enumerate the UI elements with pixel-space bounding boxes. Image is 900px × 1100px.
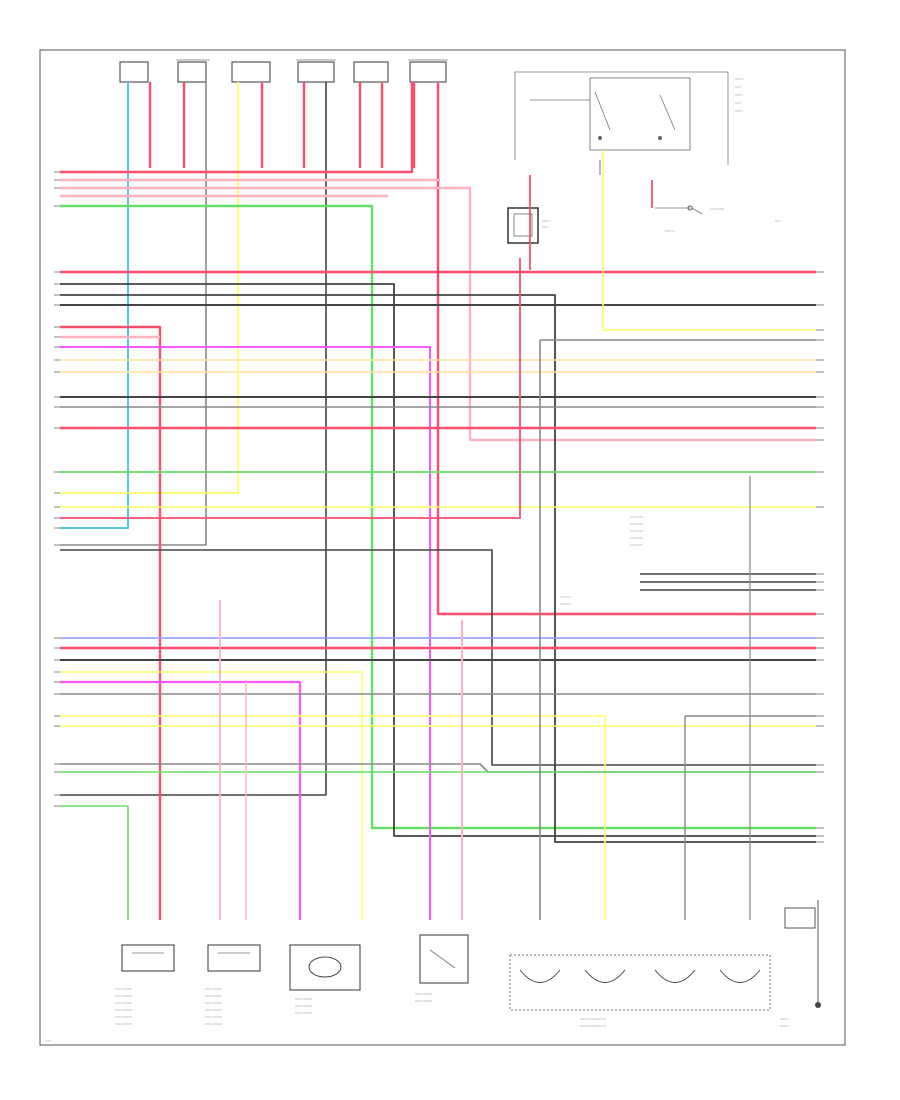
svg-text:::::::::::::: :::::::::::: — [630, 536, 643, 540]
wire-8 — [60, 82, 327, 796]
top-fuse-block — [119, 59, 448, 83]
svg-text:::::::::::::::::: :::::::::::::::: — [205, 1022, 222, 1026]
svg-text:::::::::::::::::: :::::::::::::::: — [205, 1015, 222, 1019]
svg-text:::::::::::::::::: :::::::::::::::: — [205, 1001, 222, 1005]
svg-text:::::::::::::::::: :::::::::::::::: — [115, 1008, 132, 1012]
svg-text::::::::::: ::::::::: — [665, 229, 675, 233]
component-sensor-2 — [207, 944, 261, 972]
wire-33 — [60, 549, 816, 766]
svg-text:::::::::::::::::: :::::::::::::::: — [295, 1011, 312, 1015]
bottom-components — [121, 900, 821, 1011]
svg-text:::::::::::::: :::::::::::: — [630, 529, 643, 533]
component-motor — [289, 944, 361, 991]
fuse-box-4 — [297, 61, 335, 83]
svg-text:::::::::::: :::::::::: — [560, 602, 571, 606]
wire-38 — [60, 680, 302, 920]
wire-22 — [60, 325, 162, 920]
svg-text::::::::: ::::::: — [735, 109, 743, 113]
svg-text:::::::::::::::::: :::::::::::::::: — [115, 987, 132, 991]
svg-text:::::::::::::::::: :::::::::::::::: — [295, 997, 312, 1001]
resistor-module: :::::::: :::::: — [507, 207, 551, 244]
svg-text:::::::::: :::::::: — [780, 1017, 789, 1021]
svg-text:::::::::: :::::::: — [542, 219, 551, 223]
component-fuse-ground — [784, 900, 821, 1008]
svg-text:::::::::::: :::::::::: — [560, 595, 571, 599]
svg-text:::::::::::::::::: :::::::::::::::: — [115, 994, 132, 998]
svg-text:::::::::::::: :::::::::::: — [630, 522, 643, 526]
wire-32 — [60, 258, 521, 519]
svg-text:::::::::::::::::: :::::::::::::::: — [115, 1015, 132, 1019]
component-switch — [419, 934, 469, 984]
svg-text:::::::::::::::::: :::::::::::::::: — [205, 987, 222, 991]
wire-16 — [60, 204, 816, 830]
fuse-box-1 — [119, 61, 149, 83]
wire-13 — [60, 82, 414, 174]
brake-switch: ::::::::::::: ::::::::: :::::: — [655, 205, 781, 233]
ignition-switch-assembly: :::::::: :::::: ::::::: :::::: ::::::: — [514, 71, 744, 165]
wire-15 — [60, 186, 816, 442]
wire-4 — [60, 82, 207, 546]
component-sensor-1 — [121, 944, 175, 972]
svg-text:::::::::::::::::: :::::::::::::::: — [205, 1008, 222, 1012]
svg-text:::::::: :::::: — [542, 225, 548, 229]
wire-24 — [60, 346, 431, 920]
component-selector-switch — [509, 954, 771, 1011]
wire-40 — [60, 715, 606, 920]
wire-37 — [60, 671, 363, 920]
wire-5 — [60, 82, 239, 494]
svg-text::::::::: ::::::: — [735, 93, 743, 97]
component-labels: :::::::::::::::: :::::::::::::::: ::::::… — [45, 515, 789, 1043]
fuse-box-3 — [231, 61, 271, 83]
svg-text:::::::::::::::::: :::::::::::::::: — [115, 1022, 132, 1026]
svg-text:::::::: :::::: — [735, 85, 741, 89]
svg-text:::::::::::::::::: :::::::::::::::: — [205, 994, 222, 998]
wire-44 — [60, 805, 129, 920]
svg-text:::::::::::::: :::::::::::: — [630, 515, 643, 519]
svg-text:::::::::::::::::::::::::: :::::::::::::::::::::::: — [580, 1017, 606, 1021]
svg-text:::::::::: :::::::: — [780, 1024, 789, 1028]
wire-48 — [602, 150, 816, 331]
svg-text:::::::: :::::: — [45, 1039, 51, 1043]
wire-harness — [60, 82, 816, 920]
connector-pins — [54, 171, 824, 843]
svg-text:::::::::::::::::: :::::::::::::::: — [295, 1004, 312, 1008]
fuse-box-2 — [177, 61, 207, 83]
svg-text::::::::::::::: ::::::::::::: — [710, 207, 724, 211]
svg-text:::::::: :::::: — [775, 219, 781, 223]
diagram-border — [39, 49, 846, 1046]
fuse-box-6 — [409, 61, 447, 83]
fuse-box-5 — [353, 61, 389, 83]
svg-text:::::::::::::::::: :::::::::::::::: — [415, 992, 432, 996]
wire-1 — [60, 82, 129, 529]
svg-text:::::::::::::::::::::::::: :::::::::::::::::::::::: — [580, 1024, 606, 1028]
svg-text:::::::::::::::::: :::::::::::::::: — [415, 999, 432, 1003]
wire-12 — [436, 82, 816, 616]
svg-text:::::::::::::: :::::::::::: — [630, 543, 643, 547]
svg-text:::::::: :::::: — [735, 101, 741, 105]
svg-text:::::::::: :::::::: — [735, 77, 744, 81]
svg-text:::::::::::::::::: :::::::::::::::: — [115, 1001, 132, 1005]
